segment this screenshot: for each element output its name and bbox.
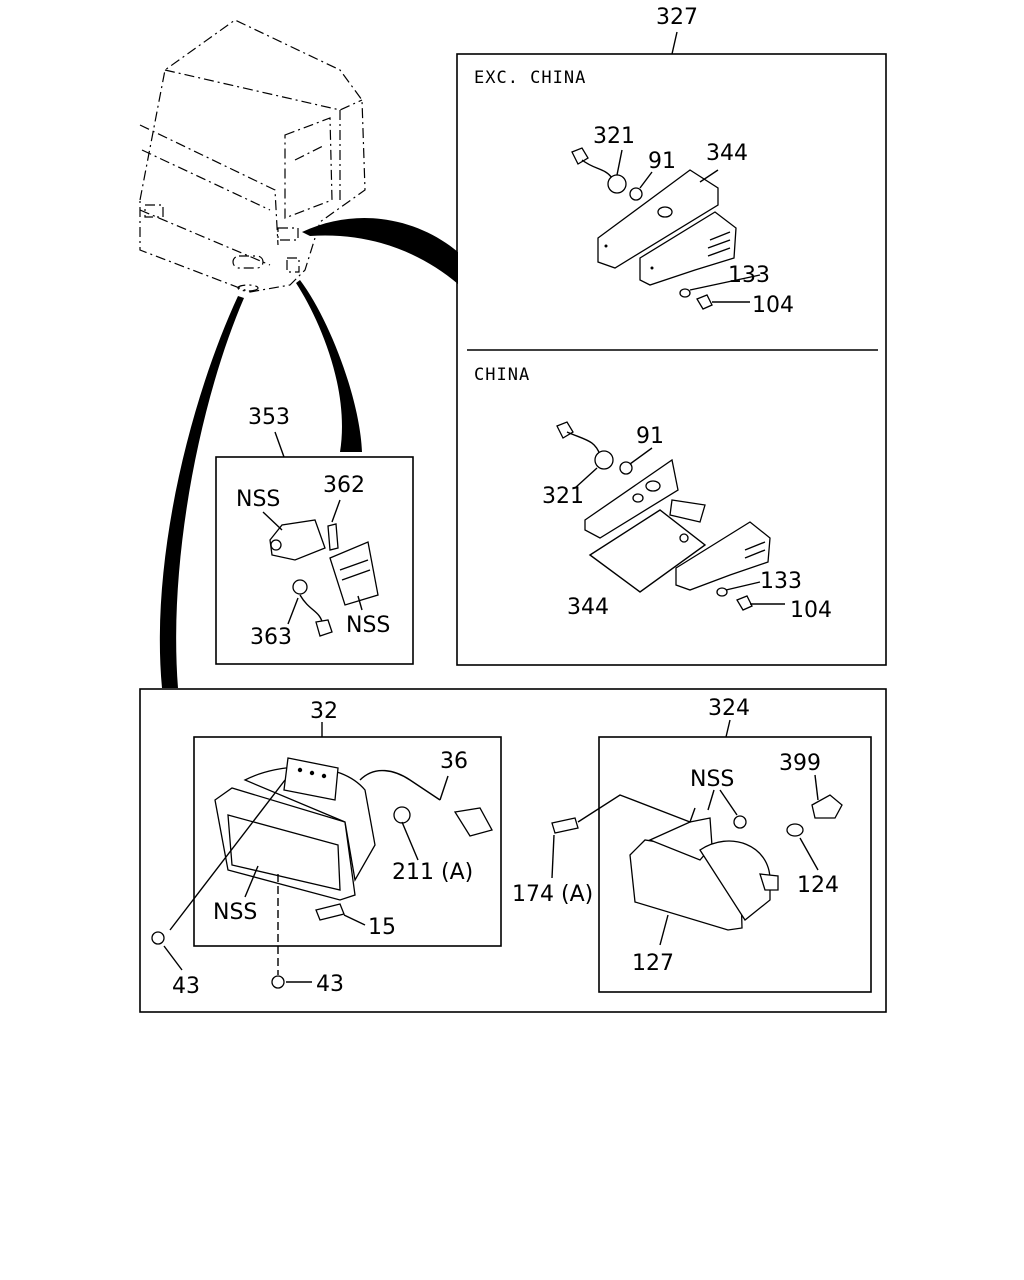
callout-321: 321: [593, 124, 635, 149]
exc-china-assembly: [571, 147, 761, 310]
callout-363: 363: [250, 625, 292, 650]
callout-174a: 174 (A): [512, 882, 593, 907]
callout-127: 127: [632, 951, 674, 976]
section-label-china: CHINA: [474, 365, 530, 385]
frame-324: [551, 719, 872, 993]
callout-nss: NSS: [346, 613, 390, 638]
callout-104: 104: [790, 598, 832, 623]
callout-nss: NSS: [236, 487, 280, 512]
frame-327: [456, 31, 887, 666]
callout-399: 399: [779, 751, 821, 776]
frame-lower: [139, 688, 887, 1013]
callout-nss: NSS: [213, 900, 257, 925]
callout-32: 32: [310, 699, 338, 724]
callout-324: 324: [708, 696, 750, 721]
leader-band-to-353: [296, 280, 362, 452]
frame-32: [151, 722, 502, 989]
callout-362: 362: [323, 473, 365, 498]
callout-36: 36: [440, 749, 468, 774]
callout-327: 327: [656, 5, 698, 30]
section-label-exc-china: EXC. CHINA: [474, 68, 586, 88]
callout-133: 133: [728, 263, 770, 288]
callout-43: 43: [172, 974, 200, 999]
frame-353: [215, 431, 414, 665]
callout-43: 43: [316, 972, 344, 997]
callout-344: 344: [706, 141, 748, 166]
callout-nss: NSS: [690, 767, 734, 792]
callout-321: 321: [542, 484, 584, 509]
leader-band-to-327: [302, 218, 458, 284]
callout-124: 124: [797, 873, 839, 898]
truck-cab-illustration: [139, 19, 366, 293]
callout-344: 344: [567, 595, 609, 620]
callout-133: 133: [760, 569, 802, 594]
leader-band-to-32: [159, 296, 244, 688]
china-assembly: [556, 421, 785, 611]
callout-104: 104: [752, 293, 794, 318]
callout-91: 91: [636, 424, 664, 449]
callout-211a: 211 (A): [392, 860, 473, 885]
callout-15: 15: [368, 915, 396, 940]
callout-91: 91: [648, 149, 676, 174]
callout-353: 353: [248, 405, 290, 430]
